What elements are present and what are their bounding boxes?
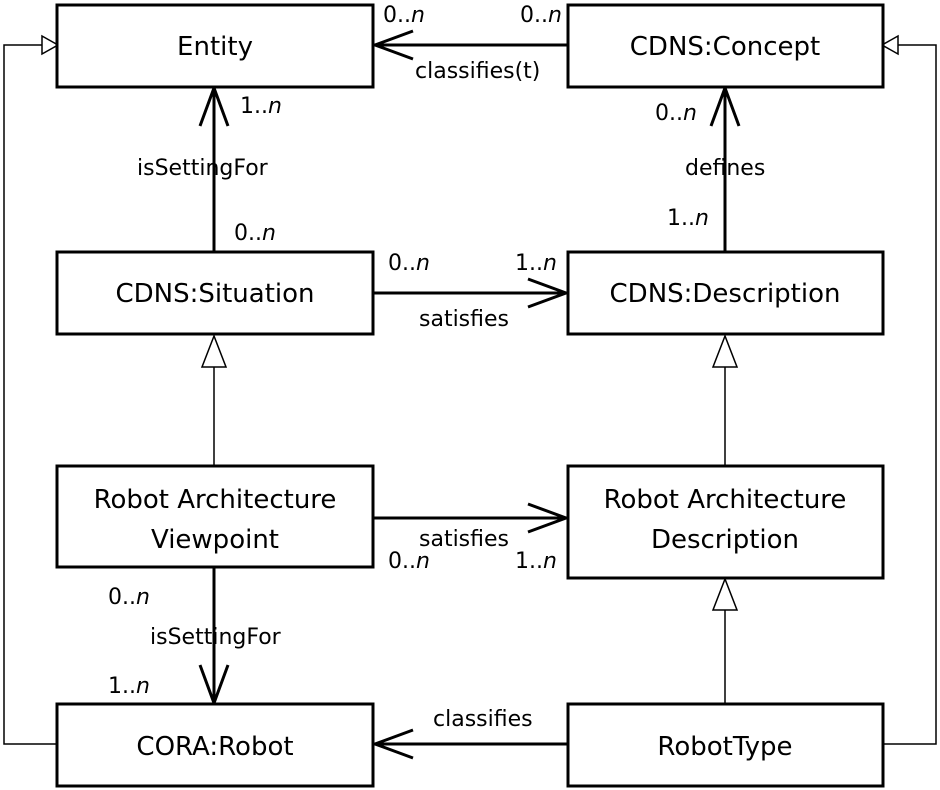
class-box-entity[interactable]: Entity: [55, 3, 375, 89]
class-box-robottype[interactable]: RobotType: [566, 702, 885, 788]
multiplicity-concept-defines: 0..n: [655, 101, 697, 126]
class-name-rad-line2: Description: [651, 525, 799, 555]
class-box-robot-architecture-viewpoint[interactable]: Robot Architecture Viewpoint: [55, 464, 375, 569]
class-name-cora-robot: CORA:Robot: [136, 732, 293, 762]
class-name-viewpoint-line1: Robot Architecture: [94, 485, 337, 515]
class-name-cdns-situation: CDNS:Situation: [115, 279, 314, 309]
arrowhead-satisfies-bottom: [527, 502, 571, 534]
generalization-arrowhead-situation: [200, 333, 228, 368]
generalization-robottype-concept: [883, 44, 937, 745]
multiplicity-entity-issettingfor: 1..n: [240, 94, 282, 119]
class-name-cdns-concept: CDNS:Concept: [630, 32, 820, 62]
generalization-arrowhead-rad: [711, 576, 739, 611]
generalization-arrowhead-concept: [880, 34, 899, 56]
class-box-robot-architecture-description[interactable]: Robot Architecture Description: [566, 464, 885, 580]
generalization-arrowhead-entity: [41, 34, 60, 56]
multiplicity-situation-satisfies: 0..n: [388, 251, 430, 276]
class-name-entity: Entity: [177, 32, 253, 62]
label-classifies: classifies: [433, 707, 533, 732]
class-name-rad-line1: Robot Architecture: [604, 485, 847, 515]
multiplicity-description-defines: 1..n: [667, 206, 709, 231]
class-name-cdns-description: CDNS:Description: [610, 279, 841, 309]
label-defines: defines: [685, 156, 765, 181]
multiplicity-concept-classifies-t: 0..n: [520, 3, 562, 28]
multiplicity-situation-issettingfor: 0..n: [234, 221, 276, 246]
class-box-cora-robot[interactable]: CORA:Robot: [55, 702, 375, 788]
class-box-cdns-situation[interactable]: CDNS:Situation: [55, 250, 375, 336]
class-box-cdns-description[interactable]: CDNS:Description: [566, 250, 885, 336]
multiplicity-viewpoint-issettingfor: 0..n: [108, 585, 150, 610]
generalization-arrowhead-description: [711, 333, 739, 368]
class-box-cdns-concept[interactable]: CDNS:Concept: [566, 3, 885, 89]
arrowhead-classifies: [370, 728, 414, 760]
label-satisfies-bottom: satisfies: [419, 527, 509, 552]
label-classifies-t: classifies(t): [415, 59, 540, 84]
multiplicity-robot-issettingfor: 1..n: [108, 674, 150, 699]
multiplicity-viewpoint-satisfies: 0..n: [388, 549, 430, 574]
label-issettingfor-bottom: isSettingFor: [150, 625, 282, 650]
label-issettingfor-top: isSettingFor: [137, 156, 269, 181]
label-satisfies-top: satisfies: [419, 307, 509, 332]
multiplicity-rad-satisfies: 1..n: [515, 549, 557, 574]
generalization-robot-entity: [3, 44, 57, 745]
class-name-viewpoint-line2: Viewpoint: [151, 525, 279, 555]
class-name-robottype: RobotType: [657, 732, 792, 762]
multiplicity-entity-classifies-t: 0..n: [383, 3, 425, 28]
arrowhead-satisfies-top: [527, 277, 571, 309]
multiplicity-description-satisfies: 1..n: [515, 251, 557, 276]
arrowhead-classifies-t: [370, 29, 414, 61]
